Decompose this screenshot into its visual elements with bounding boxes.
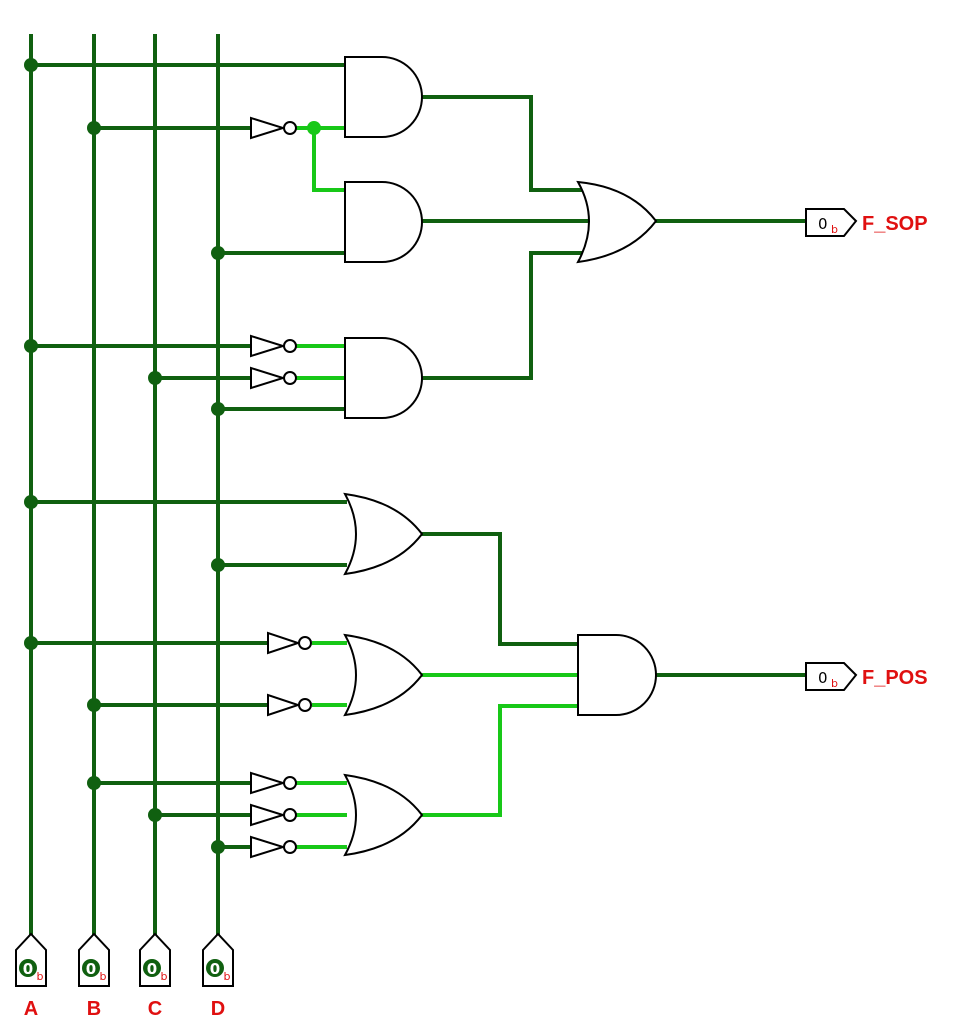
input-value: 0: [210, 960, 220, 978]
and-gate[interactable]: [344, 181, 423, 263]
junction-dots: [24, 58, 321, 854]
input-base: b: [161, 970, 168, 983]
output-base: b: [831, 677, 838, 690]
not-gates: [250, 116, 312, 859]
input-label: B: [87, 998, 101, 1020]
input-pin-A[interactable]: 0 b A: [15, 932, 47, 1020]
wires-low: [29, 34, 808, 936]
not-gate[interactable]: [250, 116, 297, 140]
or-gate[interactable]: [343, 633, 424, 717]
output-value: 0: [818, 215, 828, 233]
output-base: b: [831, 223, 838, 236]
and-gate[interactable]: [577, 634, 657, 716]
input-base: b: [37, 970, 44, 983]
not-gate[interactable]: [250, 803, 297, 827]
or-gate[interactable]: [343, 492, 424, 576]
not-gate[interactable]: [250, 835, 297, 859]
input-value: 0: [147, 960, 157, 978]
input-base: b: [224, 970, 231, 983]
and-gates: [344, 56, 657, 716]
output-label: F_SOP: [862, 213, 928, 235]
and-gate[interactable]: [344, 56, 423, 138]
input-pin-C[interactable]: 0 b C: [139, 932, 171, 1020]
or-gate[interactable]: [576, 180, 658, 264]
not-gate[interactable]: [250, 366, 297, 390]
input-pin-D[interactable]: 0 b D: [202, 932, 234, 1020]
input-value: 0: [86, 960, 96, 978]
input-label: C: [148, 998, 162, 1020]
wires-high: [296, 126, 580, 849]
output-value: 0: [818, 669, 828, 687]
input-base: b: [100, 970, 107, 983]
not-gate[interactable]: [250, 771, 297, 795]
or-gates: [343, 180, 658, 857]
output-pin-F_POS[interactable]: 0 b F_POS: [805, 662, 928, 691]
output-label: F_POS: [862, 667, 928, 689]
input-label: D: [211, 998, 225, 1020]
or-gate[interactable]: [343, 773, 424, 857]
not-gate[interactable]: [267, 631, 312, 655]
input-label: A: [24, 998, 38, 1020]
not-gate[interactable]: [267, 693, 312, 717]
not-gate[interactable]: [250, 334, 297, 358]
output-pin-F_SOP[interactable]: 0 b F_SOP: [805, 208, 928, 237]
input-value: 0: [23, 960, 33, 978]
and-gate[interactable]: [344, 337, 423, 419]
input-pin-B[interactable]: 0 b B: [78, 932, 110, 1020]
